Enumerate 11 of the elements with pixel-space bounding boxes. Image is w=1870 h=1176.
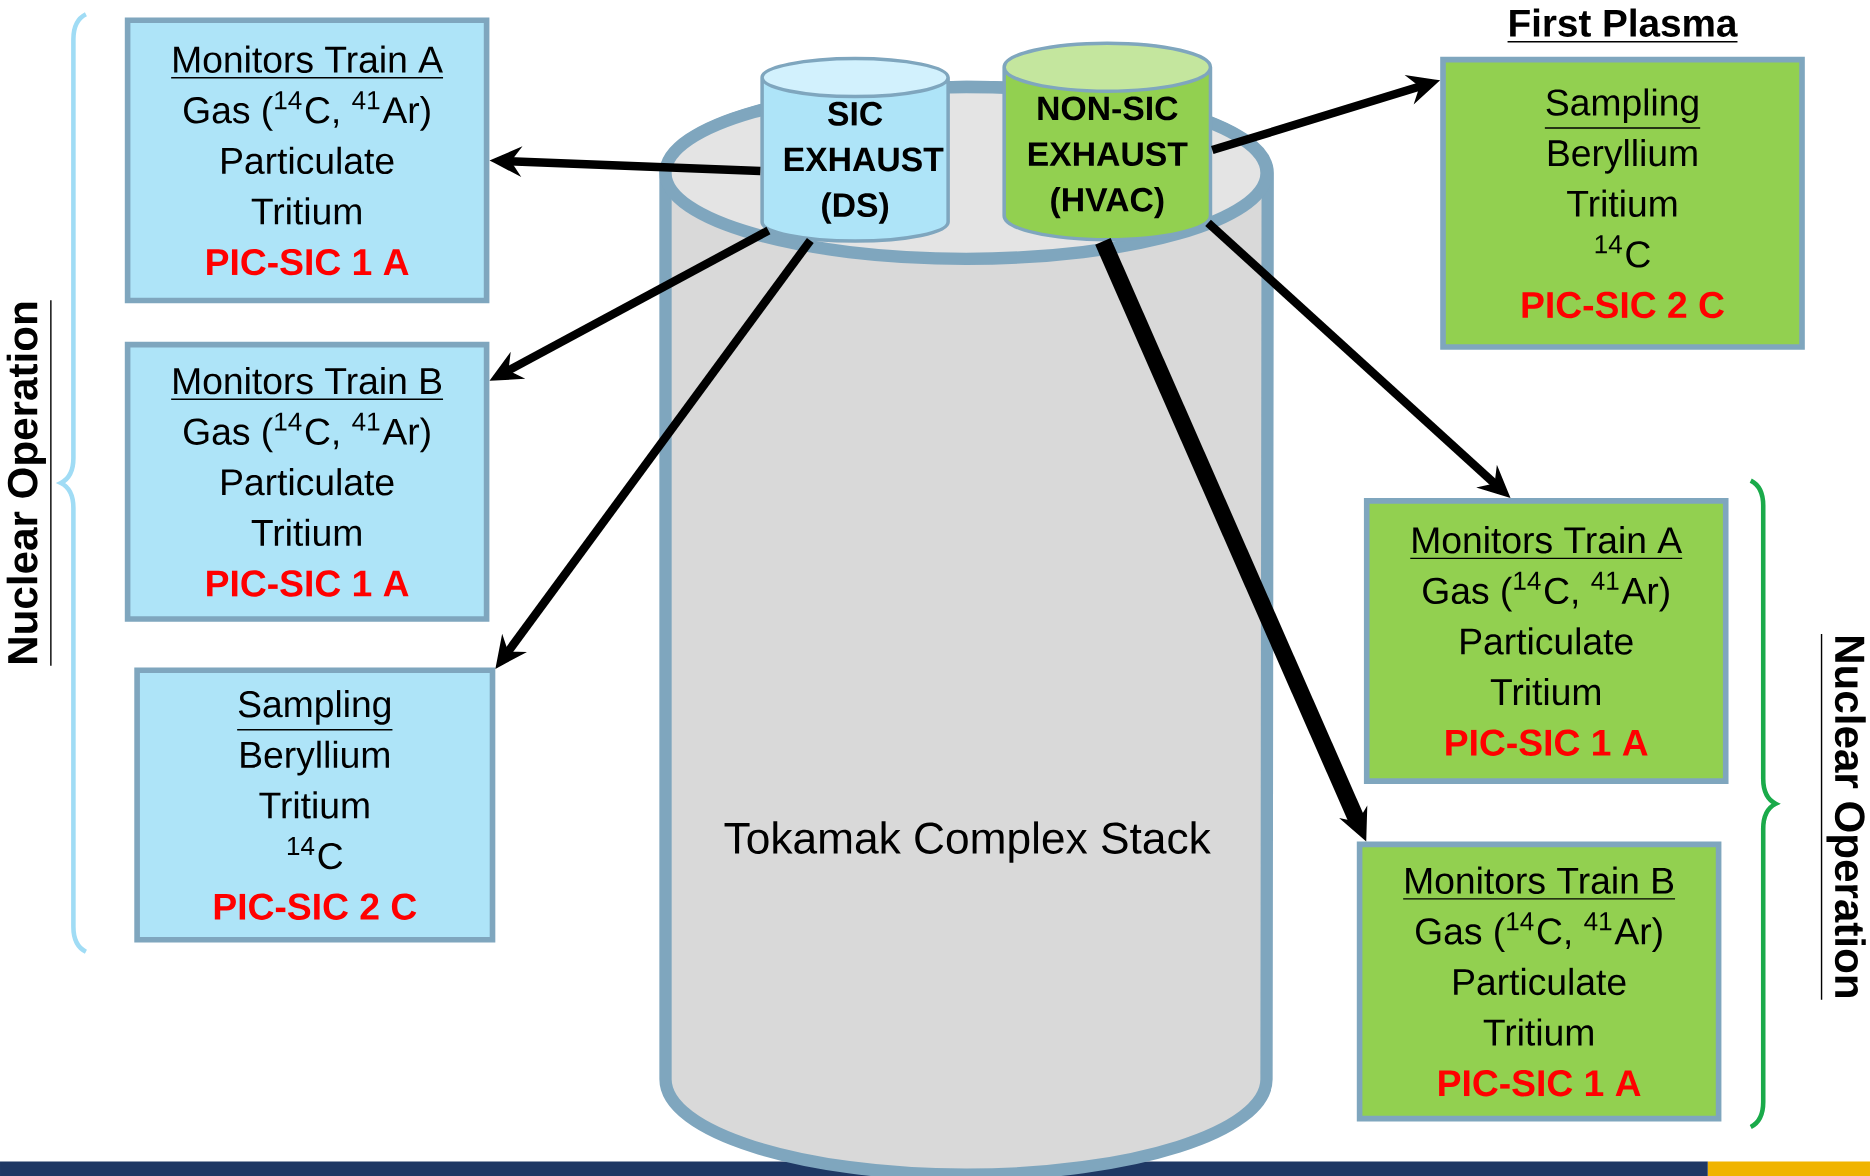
side-label: Nuclear Operation — [6, 299, 52, 667]
side-label: Nuclear Operation — [1820, 633, 1866, 1001]
monitor-box: Monitors Train B Gas ($^{14}$C, $^{41}$Ar) Particulate Tritium PIC-SIC 1 A — [124, 341, 490, 622]
monitor-box: Sampling Beryllium Tritium $^{14}$C PIC-SIC 2 C — [134, 667, 496, 943]
monitor-box: Monitors Train A Gas ($^{14}$C, $^{41}$Ar) Particulate Tritium PIC-SIC 1 A — [124, 17, 490, 304]
exhaust-cylinder: NON-SIC EXHAUST (HVAC) — [1002, 41, 1213, 242]
monitor-box: Monitors Train A Gas ($^{14}$C, $^{41}$Ar) Particulate Tritium PIC-SIC 1 A — [1363, 498, 1729, 784]
monitor-box: Monitors Train B Gas ($^{14}$C, $^{41}$Ar) Particulate Tritium PIC-SIC 1 A — [1356, 841, 1722, 1122]
exhaust-cylinder: SIC EXHAUST (DS) — [760, 56, 950, 243]
sampling-box: First Plasma Sampling Beryllium Tritium $^{14}$C PIC-SIC 2 C — [1440, 8, 1805, 350]
heading: First Plasma — [1506, 8, 1739, 43]
